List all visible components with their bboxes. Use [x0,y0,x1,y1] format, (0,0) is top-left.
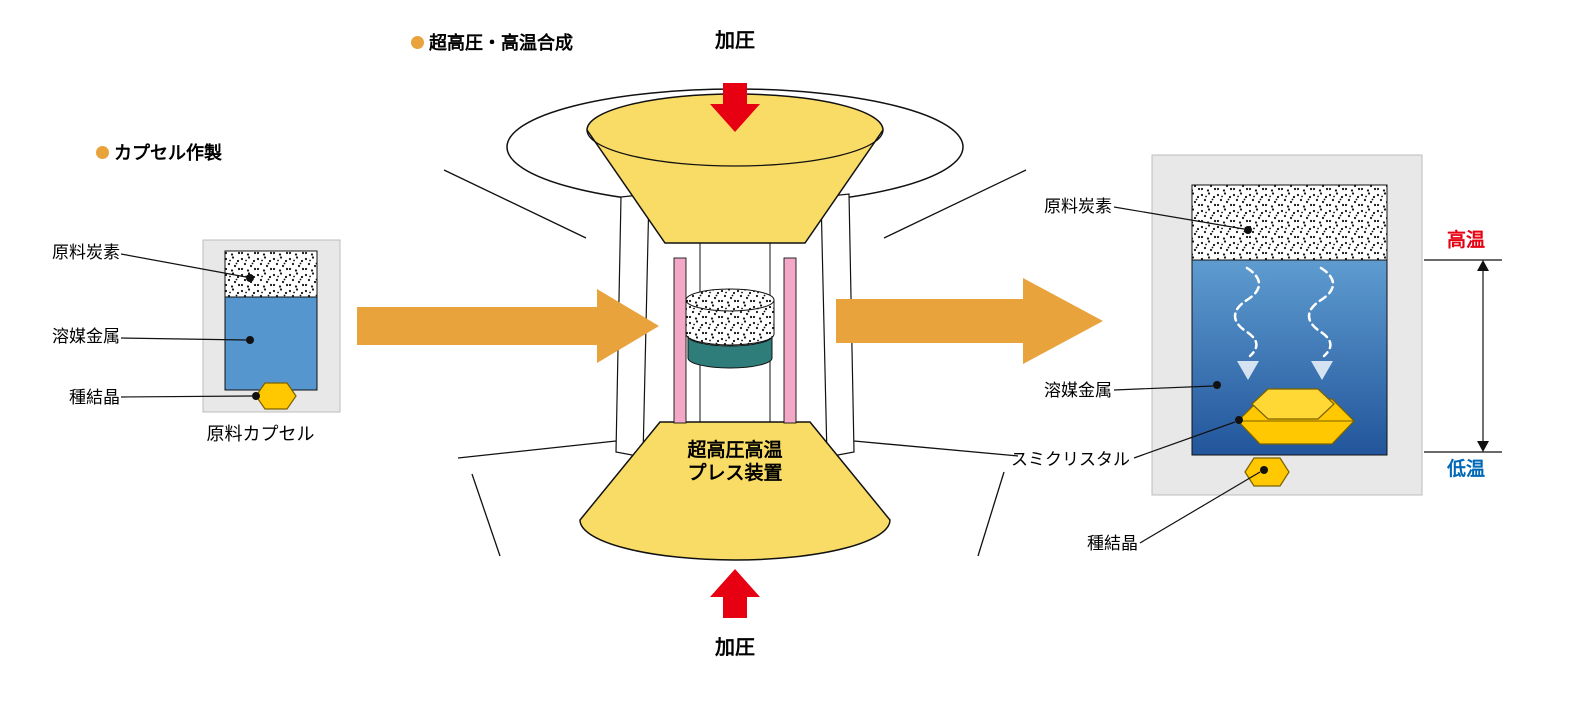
label-seed-left: 種結晶 [69,388,120,407]
press-caption-line1: 超高圧高温 [687,440,783,461]
press-frame [443,169,1027,557]
pressure-label-bottom: 加圧 [715,637,755,659]
upper-anvil-rim [586,129,884,167]
gasket-left [673,257,687,424]
label-dot [1235,416,1243,424]
leader-line [1139,471,1261,544]
sample-carbon-top [685,288,775,312]
leader-lines-right [1113,206,1261,544]
solvent-region-left [224,296,318,391]
label-dot [246,336,254,344]
convection-squiggle [1307,266,1335,358]
grown-crystal-upper [1251,388,1335,420]
leader-lines-left [120,253,253,398]
press-caption-line2: プレス装置 [687,463,783,484]
temp-label-low: 低温 [1447,459,1486,480]
leader-line [1133,421,1236,459]
right-capsule-group [1113,154,1502,544]
temp-axis-arrowhead-up [1477,260,1489,271]
label-solvent-left: 溶媒金属 [52,327,120,346]
label-dots-left [246,274,260,400]
convection-arrowhead [1237,361,1259,380]
gasket-right [783,257,797,424]
pressure-arrow-bottom [710,569,760,618]
carbon-region-left [224,250,318,298]
leader-line [120,395,253,398]
sample-base-cylinder [687,335,773,369]
label-dots-right [1213,226,1268,474]
temperature-scale [1424,259,1502,453]
label-seed-right: 種結晶 [1087,534,1138,553]
label-dot [1244,226,1252,234]
left-capsule-group [120,239,341,413]
frame-line [853,440,1019,457]
flow-arrow-1 [357,289,659,363]
leader-line [120,253,247,278]
label-carbon-left: 原料炭素 [52,243,120,262]
section-header-synthesis: 超高圧・高温合成 [411,29,573,55]
frame-line [471,473,501,557]
frame-line [883,169,1027,239]
label-solvent-right: 溶媒金属 [1044,381,1112,400]
carbon-region-right [1191,184,1388,261]
convection-squiggle [1233,266,1261,358]
temp-label-high: 高温 [1447,230,1486,251]
seed-crystal-left [255,382,297,410]
flow-arrow-2 [836,278,1103,364]
lower-anvil-cone [579,421,891,561]
label-carbon-right: 原料炭素 [1044,197,1112,216]
orange-bullet-icon [411,35,424,49]
caption-raw-capsule: 原料カプセル [206,424,315,444]
frame-line [977,471,1005,557]
label-dot [252,392,260,400]
label-dot [246,274,254,282]
leader-line [1113,206,1245,230]
convection-arrows [1233,266,1335,358]
leader-line [120,337,247,341]
orange-bullet-icon [96,145,109,159]
pressure-arrow-top [710,83,760,132]
temp-axis-arrowhead-down [1477,441,1489,452]
convection-arrowhead [1311,361,1333,380]
section-header-capsule-label: カプセル作製 [114,143,222,163]
leader-line [1113,385,1214,391]
label-dot [1213,381,1221,389]
label-sumicrystal: スミクリスタル [1011,450,1130,469]
label-dot [1260,466,1268,474]
section-header-synthesis-label: 超高圧・高温合成 [429,33,573,53]
pressure-label-top: 加圧 [715,30,755,52]
upper-anvil-cone [586,93,884,244]
section-header-capsule: カプセル作製 [96,139,222,165]
frame-line [457,440,617,459]
frame-line [443,169,587,239]
